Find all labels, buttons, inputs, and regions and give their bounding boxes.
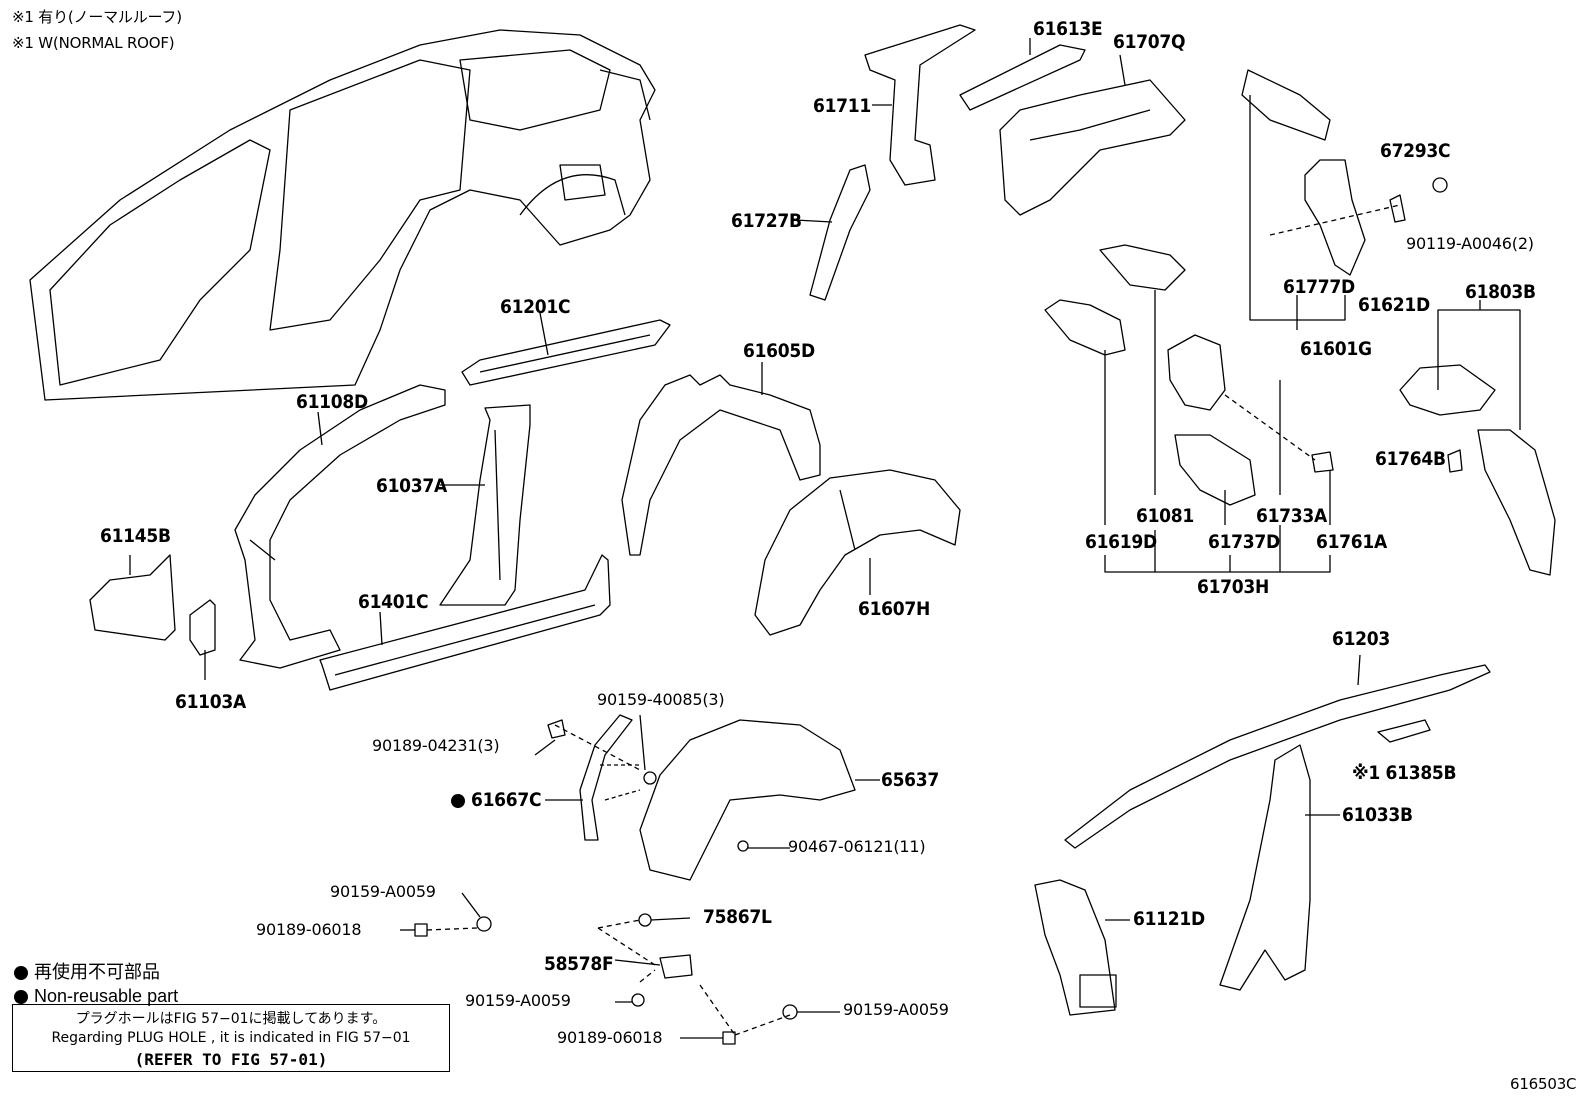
part-61605D-shape <box>621 374 821 556</box>
label-90467-06121: 90467-06121(11) <box>788 837 926 856</box>
part-61203-shape <box>1064 664 1491 849</box>
label-61711: 61711 <box>813 95 871 117</box>
part-61703H-group-shape <box>1044 244 1334 573</box>
part-61121D-shape <box>1034 879 1117 1016</box>
label-90159-40085: 90159-40085(3) <box>597 690 725 709</box>
legend-en: Non-reusable part <box>14 987 178 1005</box>
part-61033B-shape <box>1219 744 1311 991</box>
part-61145B-shape <box>89 554 176 641</box>
legend-dot-icon <box>14 966 28 981</box>
label-61601G: 61601G <box>1300 338 1372 360</box>
part-61401C-shape <box>319 554 611 691</box>
label-61121D: 61121D <box>1133 908 1205 930</box>
label-90189-04231: 90189-04231(3) <box>372 736 500 755</box>
label-58578F: 58578F <box>544 953 614 975</box>
label-61619D: 61619D <box>1085 531 1157 553</box>
note-jp: プラグホールはFIG 57−01に掲載してあります。 <box>75 1011 387 1027</box>
part-61607H-shape <box>754 469 961 636</box>
note-en: Regarding PLUG HOLE , it is indicated in… <box>51 1030 411 1046</box>
label-61727B: 61727B <box>731 210 802 232</box>
part-61108D-shape <box>234 384 446 669</box>
header-note-en: ※1 W(NORMAL ROOF) <box>12 34 175 52</box>
label-61703H: 61703H <box>1197 576 1269 598</box>
note-ref: (REFER TO FIG 57-01) <box>134 1050 328 1069</box>
label-61081: 61081 <box>1136 505 1194 527</box>
label-61145B: 61145B <box>100 525 171 547</box>
part-61385B-shape <box>1377 719 1431 743</box>
figure-code: 616503C <box>1510 1075 1577 1093</box>
part-61613E-shape <box>959 44 1086 111</box>
plug-hole-note: プラグホールはFIG 57−01に掲載してあります。 Regarding PLU… <box>12 1004 450 1072</box>
label-61401C: 61401C <box>358 591 429 613</box>
body-side-outer-panel <box>29 29 656 401</box>
label-90189-06018-a: 90189-06018 <box>256 920 362 939</box>
label-61777D: 61777D <box>1283 276 1355 298</box>
label-61737D: 61737D <box>1208 531 1280 553</box>
label-61201C: 61201C <box>500 296 571 318</box>
label-61607H: 61607H <box>858 598 930 620</box>
label-90159-A0059-b: 90159-A0059 <box>465 991 571 1010</box>
label-61761A: 61761A <box>1316 531 1387 553</box>
label-67293C: 67293C <box>1380 140 1451 162</box>
part-65637-shape <box>639 719 856 881</box>
part-61667C-shape <box>579 714 633 841</box>
label-90159-A0059-a: 90159-A0059 <box>330 882 436 901</box>
label-90189-06018-b: 90189-06018 <box>557 1028 663 1047</box>
part-61711-shape <box>864 24 976 186</box>
label-90159-A0059-c: 90159-A0059 <box>843 1000 949 1019</box>
non-reusable-dot-icon <box>451 793 465 808</box>
label-61667C: 61667C <box>451 791 542 810</box>
label-61033B: 61033B <box>1342 804 1413 826</box>
label-61621D: 61621D <box>1358 294 1430 316</box>
legend-dot-icon <box>14 990 28 1005</box>
label-61108D: 61108D <box>296 391 368 413</box>
label-61613E: 61613E <box>1033 18 1103 40</box>
part-61727B-shape <box>809 164 871 301</box>
label-61707Q: 61707Q <box>1113 31 1186 53</box>
label-61803B: 61803B <box>1465 281 1536 303</box>
part-61201C-shape <box>461 319 671 386</box>
part-61707Q-shape <box>999 79 1186 216</box>
label-61605D: 61605D <box>743 340 815 362</box>
label-65637: 65637 <box>881 769 939 791</box>
part-61037A-shape <box>439 404 531 606</box>
part-61803B-group-shape <box>1399 300 1556 576</box>
part-61103A-shape <box>189 599 216 656</box>
label-61103A: 61103A <box>175 691 246 713</box>
label-90119-A0046: 90119-A0046(2) <box>1406 234 1534 253</box>
header-note-jp: ※1 有り(ノーマルルーフ) <box>12 8 182 26</box>
label-75867L: 75867L <box>703 906 772 928</box>
label-61733A: 61733A <box>1256 505 1327 527</box>
legend-jp: 再使用不可部品 <box>14 963 160 981</box>
label-61764B: 61764B <box>1375 448 1446 470</box>
part-61601G-group-shape <box>1241 69 1448 330</box>
label-61203: 61203 <box>1332 628 1390 650</box>
label-61037A: 61037A <box>376 475 447 497</box>
label-61385B: ※1 61385B <box>1352 762 1457 784</box>
